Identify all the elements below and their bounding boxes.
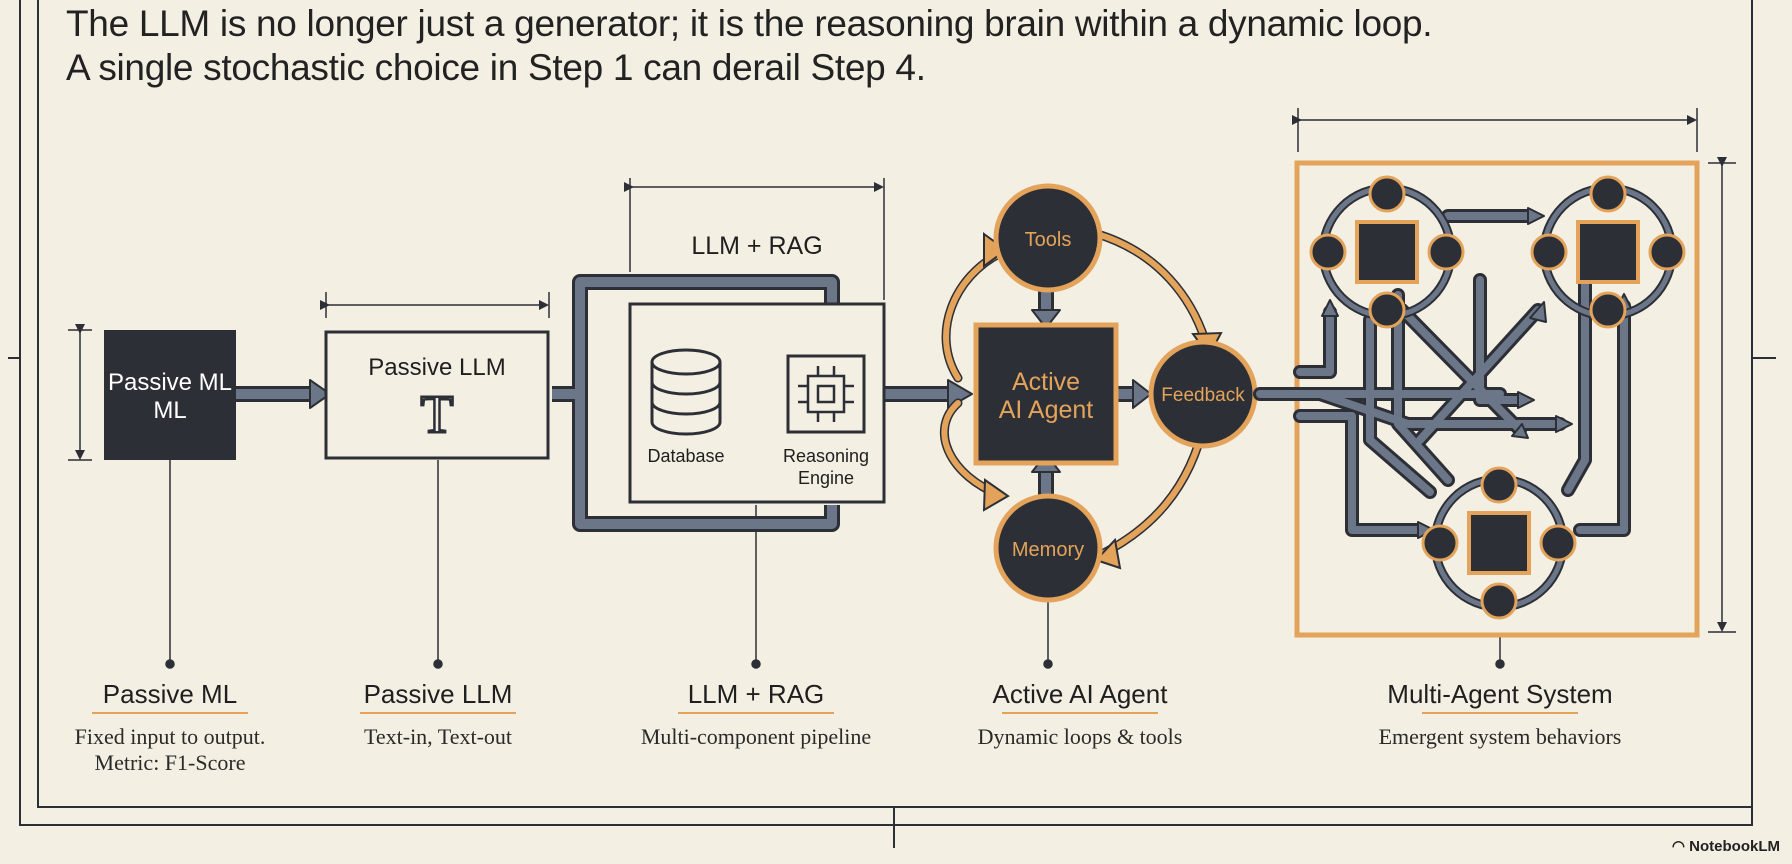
database-icon: [650, 348, 722, 436]
svg-text:ML: ML: [153, 397, 186, 424]
caption-llm-rag: LLM + RAG Multi-component pipeline: [606, 678, 906, 750]
caption-passive-llm: Passive LLM Text-in, Text-out: [288, 678, 588, 750]
caption-desc: Text-in, Text-out: [363, 724, 513, 749]
caption-underline: [1002, 712, 1158, 714]
passive-ml-node: Passive ML ML: [104, 330, 236, 460]
caption-title: Active AI Agent: [992, 679, 1168, 709]
notebooklm-logo-icon: ◠: [1671, 838, 1685, 855]
chip-icon: [786, 354, 866, 434]
feedback-label: Feedback: [1161, 385, 1245, 406]
active-agent-node: Active AI Agent: [973, 322, 1119, 466]
brand-label: NotebookLM: [1689, 838, 1780, 855]
text-glyph-icon: T: [421, 384, 454, 444]
dimension-markers: [68, 108, 1736, 633]
passive-llm-box-label: Passive LLM: [368, 354, 505, 381]
reasoning-label-2: Engine: [798, 468, 854, 488]
caption-underline: [92, 712, 248, 714]
caption-title: Passive ML: [102, 679, 238, 709]
caption-underline: [360, 712, 516, 714]
caption-desc: Dynamic loops & tools: [977, 724, 1183, 749]
agent-label-1: Active: [1012, 368, 1080, 396]
brand-watermark: ◠ NotebookLM: [1672, 837, 1780, 855]
caption-title: LLM + RAG: [687, 679, 825, 709]
caption-underline: [1422, 712, 1578, 714]
caption-desc: Multi-component pipeline: [640, 724, 872, 749]
caption-underline: [678, 712, 834, 714]
caption-desc: Emergent system behaviors: [1378, 724, 1622, 749]
rag-label: LLM + RAG: [691, 232, 822, 260]
database-label: Database: [647, 446, 724, 466]
caption-multi-agent: Multi-Agent System Emergent system behav…: [1350, 678, 1650, 750]
reasoning-label-1: Reasoning: [783, 446, 869, 466]
caption-active-agent: Active AI Agent Dynamic loops & tools: [930, 678, 1230, 750]
tools-node: Tools: [993, 183, 1103, 293]
caption-desc-2: Metric: F1-Score: [94, 750, 246, 775]
agent-cluster-top-right: [1530, 175, 1686, 329]
headline: The LLM is no longer just a generator; i…: [66, 2, 1433, 90]
caption-desc: Fixed input to output.: [74, 724, 266, 749]
caption-passive-ml: Passive ML Fixed input to output. Metric…: [20, 678, 320, 776]
memory-label: Memory: [1012, 539, 1084, 561]
page-frame: [8, 0, 1776, 848]
agent-cluster-top-left: [1309, 175, 1465, 329]
pipes: [236, 274, 1152, 532]
agent-label-2: AI Agent: [999, 396, 1094, 424]
leader-lines: [165, 460, 1505, 669]
multi-agent-system-node: [1253, 160, 1700, 638]
llm-rag-node: LLM + RAG Database Reasoning Engine: [628, 232, 886, 504]
headline-line-1: The LLM is no longer just a generator; i…: [66, 3, 1433, 44]
passive-ml-box-label: Passive ML: [108, 369, 232, 396]
memory-node: Memory: [993, 493, 1103, 603]
headline-line-2: A single stochastic choice in Step 1 can…: [66, 47, 926, 88]
passive-llm-node: Passive LLM T: [324, 330, 550, 460]
tools-label: Tools: [1025, 229, 1072, 251]
caption-title: Passive LLM: [363, 679, 513, 709]
feedback-node: Feedback: [1148, 339, 1258, 449]
caption-title: Multi-Agent System: [1387, 679, 1613, 709]
agent-loop-arrows: [939, 228, 1223, 570]
agent-cluster-bottom: [1421, 466, 1577, 620]
